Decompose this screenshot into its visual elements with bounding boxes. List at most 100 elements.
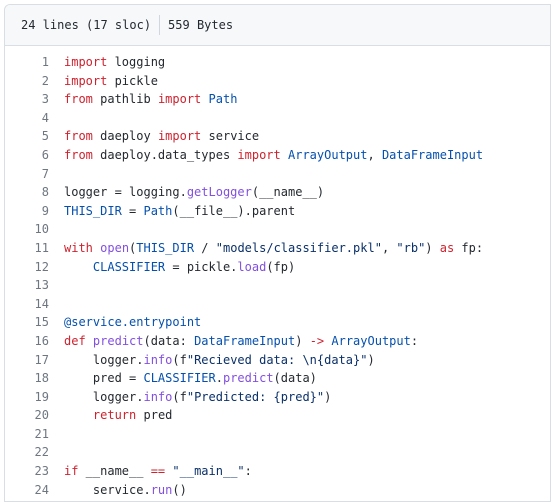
code-token: daeploy.data_types — [92, 147, 238, 162]
code-text: logger = logging.getLogger(__name__) — [49, 183, 324, 202]
line-number[interactable]: 3 — [41, 92, 49, 107]
code-line: 10 — [5, 220, 550, 239]
line-number[interactable]: 5 — [41, 129, 49, 144]
line-number[interactable]: 7 — [41, 166, 49, 181]
code-text: logger.info(f"Recieved data: \n{data}") — [49, 351, 375, 370]
code-token: load — [237, 259, 267, 274]
code-token: pred = — [64, 371, 144, 386]
code-token: ArrayOutput — [331, 333, 411, 348]
code-token: info — [143, 352, 173, 367]
code-token: == — [150, 464, 166, 479]
code-token: daeploy — [92, 129, 158, 144]
code-token: with — [64, 240, 93, 255]
code-token — [281, 148, 288, 162]
code-token: predict — [92, 333, 144, 348]
line-number[interactable]: 12 — [34, 259, 49, 274]
line-number[interactable]: 14 — [34, 296, 49, 311]
code-token: from — [64, 129, 93, 144]
code-line: 18 pred = CLASSIFIER.predict(data) — [5, 369, 550, 388]
code-line: 17 logger.info(f"Recieved data: \n{data}… — [5, 351, 550, 370]
line-number[interactable]: 24 — [34, 482, 49, 497]
line-number[interactable]: 23 — [34, 464, 49, 479]
code-text: from pathlib import Path — [49, 90, 237, 109]
code-text — [49, 220, 64, 239]
code-token: ) — [324, 389, 332, 404]
line-number[interactable]: 8 — [41, 185, 49, 200]
code-token: , — [381, 240, 397, 255]
code-token: if — [64, 464, 79, 479]
code-token: (f — [172, 352, 187, 367]
code-token: Path — [143, 203, 173, 218]
code-token: = — [121, 203, 144, 218]
code-token: : — [410, 333, 419, 348]
code-text: if __name__ == "__main__": — [49, 462, 252, 481]
code-line: 15@service.entrypoint — [5, 313, 550, 332]
code-token: / — [194, 240, 216, 255]
code-token: open — [100, 240, 130, 255]
code-token: "__main__" — [172, 464, 245, 479]
code-text: from daeploy import service — [49, 127, 259, 146]
code-token: (fp) — [266, 259, 296, 274]
code-token: "rb" — [396, 240, 426, 255]
line-number[interactable]: 13 — [34, 278, 49, 293]
code-line: 12 CLASSIFIER = pickle.load(fp) — [5, 258, 550, 277]
line-number[interactable]: 17 — [34, 352, 49, 367]
code-token: getLogger — [186, 185, 252, 200]
code-text: with open(THIS_DIR / "models/classifier.… — [49, 239, 483, 258]
code-text: pred = CLASSIFIER.predict(data) — [49, 369, 317, 388]
code-line: 22 — [5, 443, 550, 462]
line-count-info: 24 lines (17 sloc) — [21, 18, 152, 32]
line-number[interactable]: 15 — [34, 315, 49, 330]
code-token: run — [150, 482, 173, 497]
code-token: import — [237, 147, 281, 162]
code-token: THIS_DIR — [136, 240, 195, 255]
code-text: import logging — [49, 53, 165, 72]
code-token — [86, 334, 93, 348]
line-number[interactable]: 22 — [34, 445, 49, 460]
line-number[interactable]: 11 — [34, 240, 49, 255]
code-token: __name__ — [78, 464, 151, 479]
code-token: (f — [172, 389, 187, 404]
line-number[interactable]: 9 — [41, 203, 49, 218]
code-line: 24 service.run() — [5, 481, 550, 500]
line-number[interactable]: 10 — [34, 222, 49, 237]
line-number[interactable]: 21 — [34, 426, 49, 441]
code-text: service.run() — [49, 481, 187, 500]
line-number[interactable]: 1 — [41, 55, 49, 69]
line-number[interactable]: 16 — [34, 333, 49, 348]
code-token: "Recieved data: \n{data}" — [186, 352, 368, 367]
code-token: (data) — [273, 371, 317, 386]
code-text: from daeploy.data_types import ArrayOutp… — [49, 146, 483, 165]
code-text — [49, 165, 64, 184]
code-token: THIS_DIR — [64, 203, 122, 218]
code-text: logger.info(f"Predicted: {pred}") — [49, 388, 331, 407]
code-text: @service.entrypoint — [49, 313, 201, 332]
line-number[interactable]: 19 — [34, 389, 49, 404]
line-number[interactable]: 4 — [41, 110, 49, 125]
code-token: "Predicted: {pred}" — [186, 389, 325, 404]
code-token: ) — [367, 352, 375, 367]
code-token: ( — [129, 240, 137, 255]
code-line: 13 — [5, 276, 550, 295]
code-token: logger. — [64, 352, 144, 367]
code-text — [49, 295, 64, 314]
line-number[interactable]: 6 — [41, 147, 49, 162]
line-number[interactable]: 18 — [34, 371, 49, 386]
code-line: 19 logger.info(f"Predicted: {pred}") — [5, 388, 550, 407]
code-token: def — [64, 333, 86, 348]
code-token: info — [143, 389, 173, 404]
line-number[interactable]: 20 — [34, 408, 49, 423]
file-header: 24 lines (17 sloc) 559 Bytes — [5, 5, 550, 46]
code-token: import — [64, 55, 108, 69]
line-number[interactable]: 2 — [41, 73, 49, 88]
code-text — [49, 276, 64, 295]
code-token: () — [172, 482, 187, 497]
code-token: logger = logging. — [64, 185, 187, 200]
